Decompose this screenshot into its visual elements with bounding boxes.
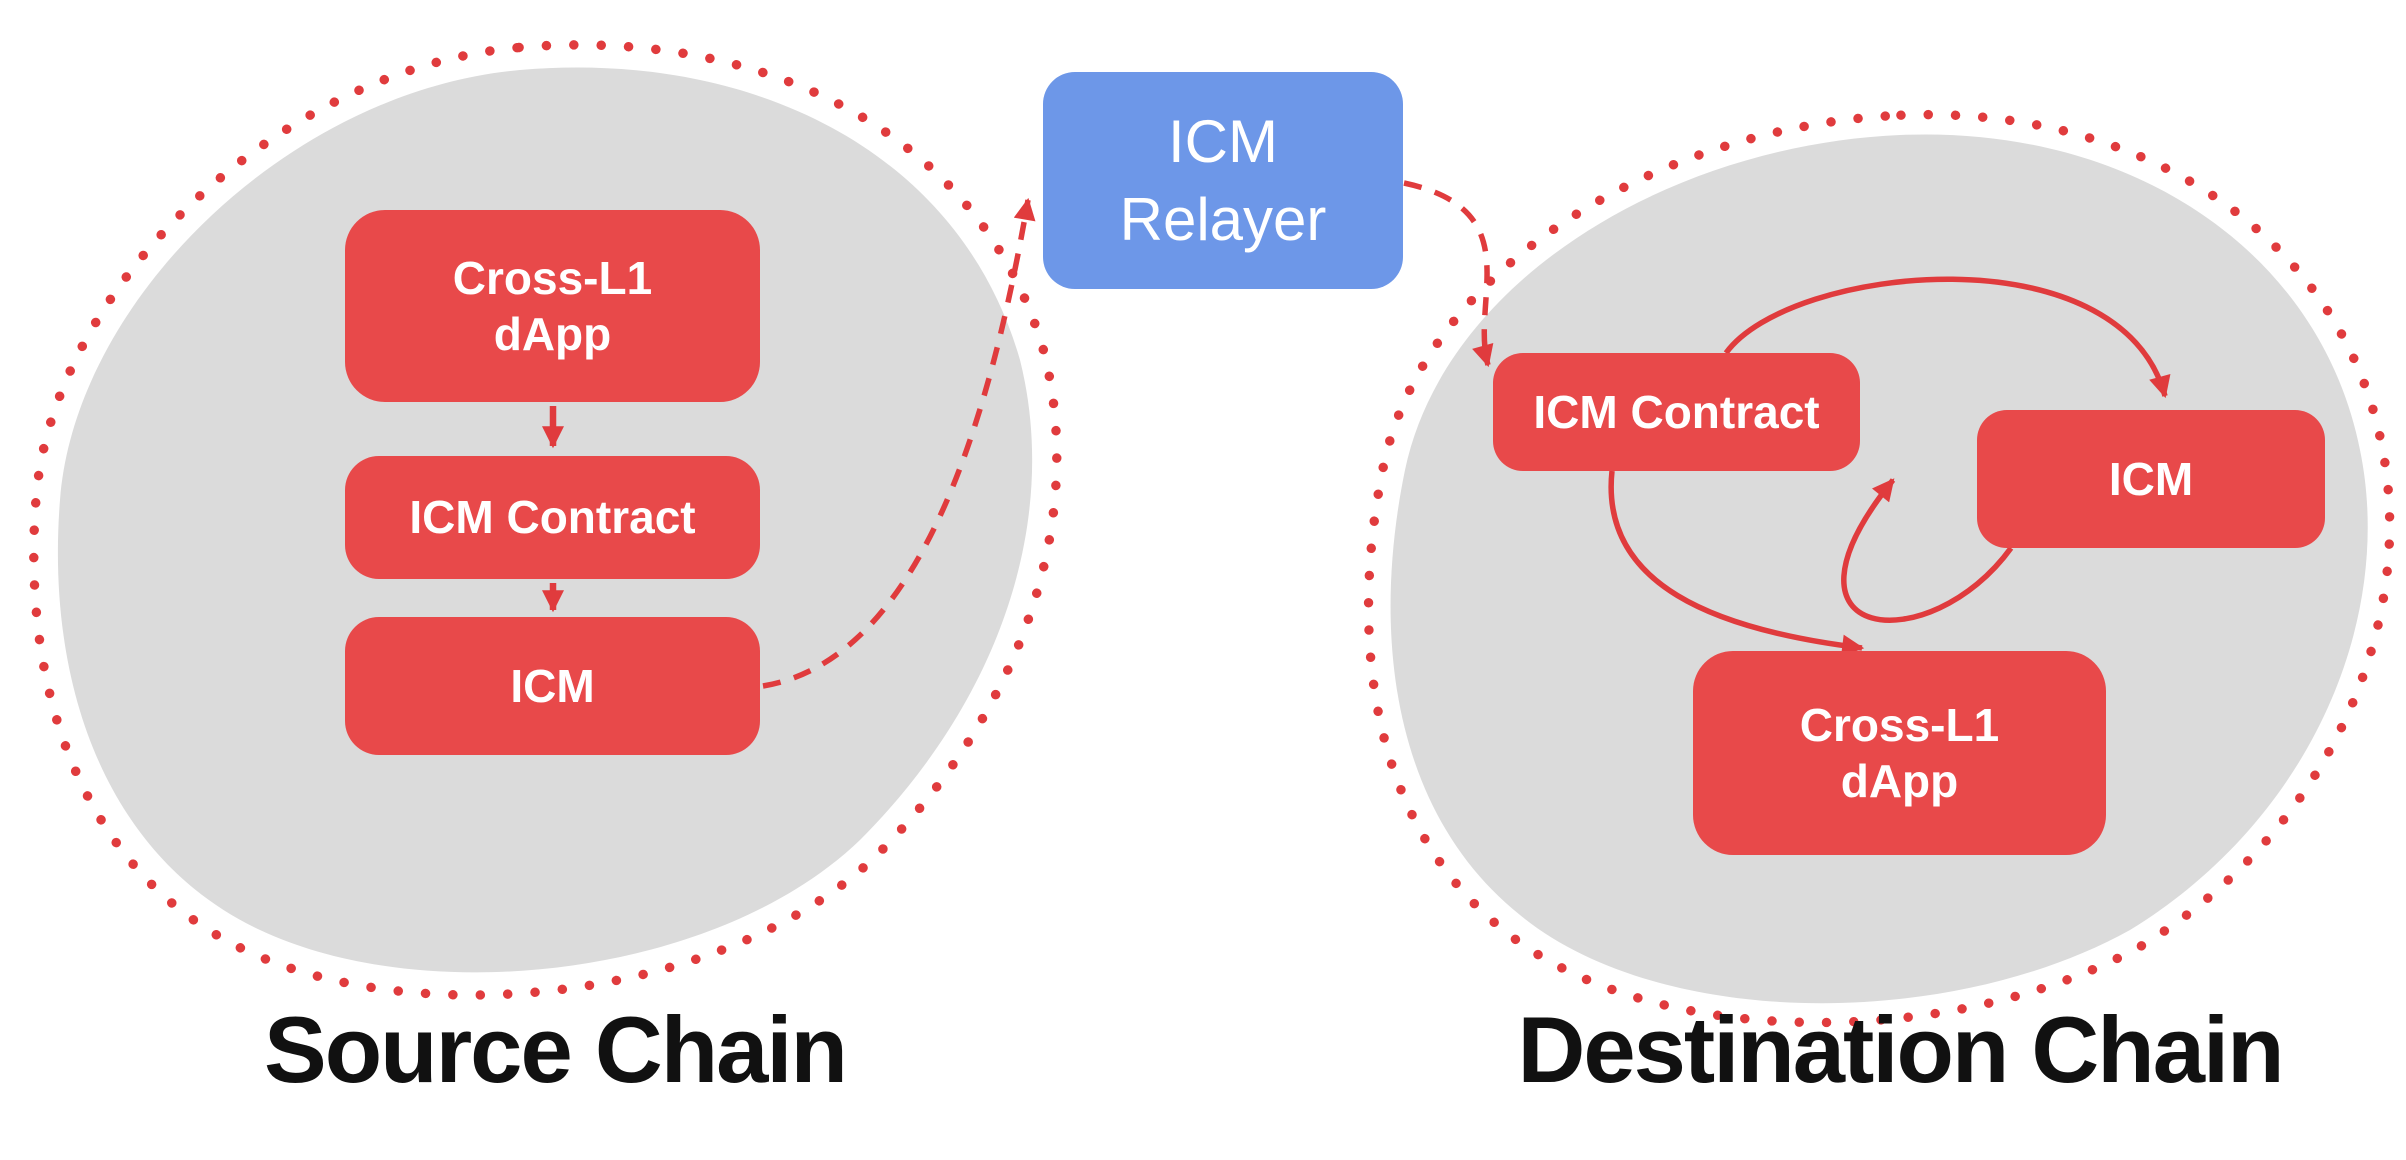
destination-chain-title: Destination Chain: [1517, 997, 2284, 1102]
icm-relayer-label: ICM Relayer: [1120, 103, 1327, 259]
source-icm-contract-label: ICM Contract: [409, 491, 696, 544]
icm-relayer-label-line1: ICM: [1168, 107, 1278, 175]
destination-chain-blob: [1390, 134, 2368, 1004]
relayer-to-destination-dashed-arrow: [1403, 180, 1494, 368]
dest-cross-l1-dapp-node: Cross-L1 dApp: [1693, 651, 2106, 855]
source-icm-node: ICM: [345, 617, 760, 755]
dest-contract-to-dapp-arrow: [1608, 470, 1865, 657]
dest-cross-l1-dapp-label-line2: dApp: [1840, 755, 1959, 807]
icm-to-relayer-dashed-arrow: [762, 197, 1036, 689]
source-cross-l1-dapp-label: Cross-L1 dApp: [453, 250, 652, 362]
icm-relayer-label-line2: Relayer: [1119, 185, 1327, 253]
dest-icm-contract-label: ICM Contract: [1533, 385, 1820, 438]
source-cross-l1-dapp-label-line1: Cross-L1: [452, 251, 653, 304]
dest-icm-label: ICM: [2108, 452, 2194, 505]
dest-icm-node: ICM: [1977, 410, 2325, 548]
dest-icm-to-contract-arrow: [1841, 478, 2014, 623]
source-cross-l1-dapp-label-line2: dApp: [493, 308, 612, 360]
icm-relayer-node: ICM Relayer: [1043, 72, 1403, 289]
source-icm-label: ICM: [510, 659, 595, 712]
dest-icm-contract-node: ICM Contract: [1493, 353, 1860, 471]
destination-chain-blob-group: [1363, 109, 2395, 1028]
dest-cross-l1-dapp-label-line1: Cross-L1: [1799, 698, 2000, 751]
source-cross-l1-dapp-node: Cross-L1 dApp: [345, 210, 760, 402]
source-icm-contract-node: ICM Contract: [345, 456, 760, 579]
source-chain-dotted-outline: [29, 40, 1062, 1000]
dest-contract-to-icm-arrow: [1723, 276, 2171, 399]
source-chain-title: Source Chain: [264, 997, 848, 1102]
dest-cross-l1-dapp-label: Cross-L1 dApp: [1800, 697, 1999, 809]
